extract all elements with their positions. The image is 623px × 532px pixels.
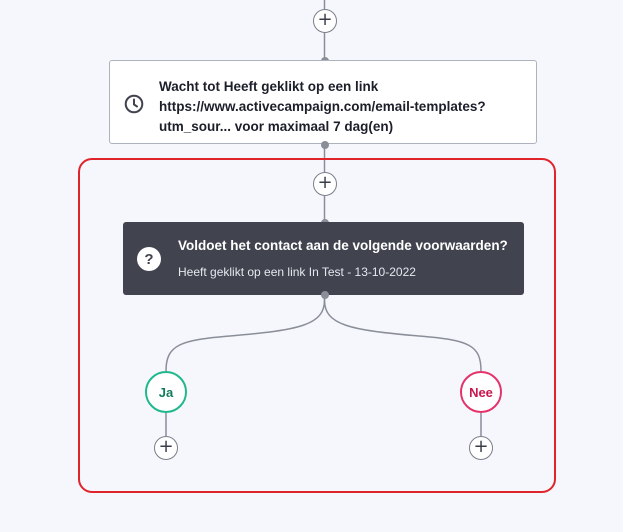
condition-subtitle: Heeft geklikt op een link In Test - 13-1…: [178, 265, 416, 279]
question-icon: ?: [137, 247, 161, 271]
add-step-button[interactable]: +: [313, 9, 337, 33]
plus-icon: +: [317, 172, 333, 193]
clock-icon: [124, 94, 144, 114]
plus-icon: +: [158, 436, 174, 457]
selected-group-outline: [78, 158, 556, 493]
branch-no[interactable]: Nee: [460, 371, 502, 413]
add-step-button-yes[interactable]: +: [154, 436, 178, 460]
condition-step-card[interactable]: ? Voldoet het contact aan de volgende vo…: [123, 222, 524, 295]
condition-title: Voldoet het contact aan de volgende voor…: [178, 238, 508, 253]
wait-step-card[interactable]: Wacht tot Heeft geklikt op een link http…: [109, 60, 537, 144]
plus-icon: +: [473, 436, 489, 457]
add-step-button[interactable]: +: [313, 172, 337, 196]
connector-dot: [321, 141, 329, 149]
wait-step-text: Wacht tot Heeft geklikt op een link http…: [159, 79, 486, 134]
plus-icon: +: [317, 9, 333, 30]
add-step-button-no[interactable]: +: [469, 436, 493, 460]
connector-dot: [321, 291, 329, 299]
branch-yes[interactable]: Ja: [145, 371, 187, 413]
